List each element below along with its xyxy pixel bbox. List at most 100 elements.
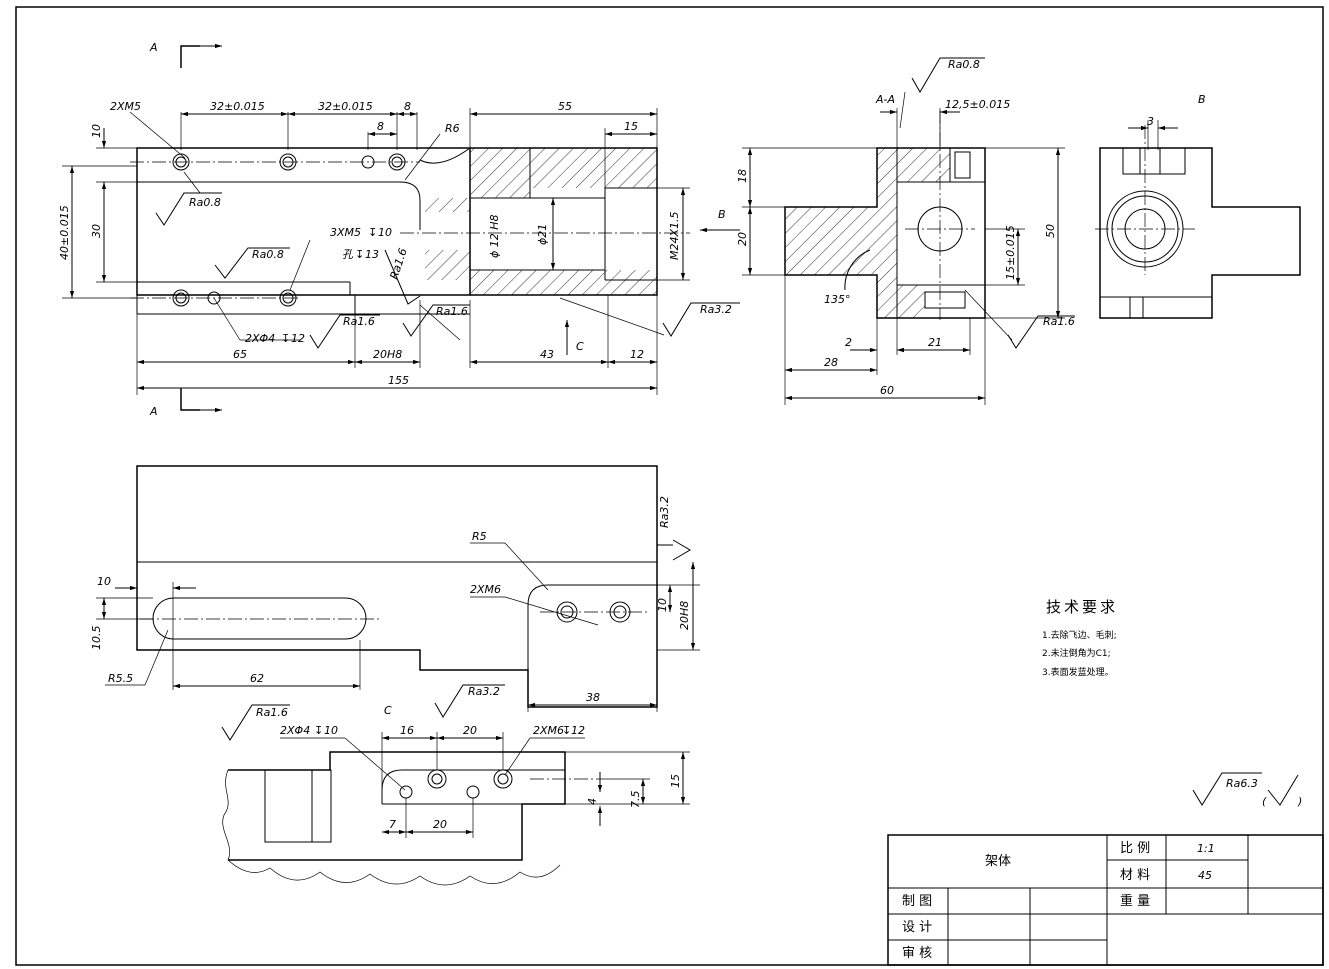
radius-r6: R6 (445, 122, 460, 135)
sheet-border (15, 6, 1324, 966)
radius-r5: R5 (472, 530, 487, 543)
detail-view-c: C Ra1.6 2XΦ4 ↧ 10 Ra3.2 16 20 2XM6 ↧ 12 (221, 684, 690, 886)
dim-10: 10 (90, 124, 103, 138)
arrow-b: B (718, 208, 726, 221)
thread-3xm5: 3XM5 (330, 226, 361, 239)
dim-65: 65 (233, 348, 247, 361)
dim-50: 50 (1044, 224, 1057, 238)
holes-2xm5: 2XM5 (110, 100, 141, 113)
dim-7: 7 (389, 818, 396, 831)
tech-requirements: 技术要求 1.去除飞边、毛刺; 2.未注倒角为C1; 3.表面发蓝处理。 (1042, 598, 1118, 678)
hole-13-depth: 13 (365, 248, 379, 261)
paren-close: ) (1297, 795, 1302, 808)
paren-open: ( (1262, 795, 1267, 808)
dim-2: 2 (845, 336, 852, 349)
section-mark-top: A (149, 41, 158, 54)
dim-32a: 32±0.015 (210, 100, 265, 113)
tech-item-1: 1.去除飞边、毛刺; (1042, 629, 1117, 641)
pin-2x4: 2XΦ4 (245, 332, 275, 345)
dim-40: 40±0.015 (58, 205, 71, 260)
part-name: 架体 (985, 854, 1011, 869)
dim-60: 60 (880, 384, 894, 397)
tech-title: 技术要求 (1046, 598, 1118, 616)
tech-item-3: 3.表面发蓝处理。 (1042, 666, 1114, 678)
dim-43: 43 (540, 348, 554, 361)
dim-155: 155 (388, 374, 409, 387)
thread-depth: 10 (378, 226, 392, 239)
dim-20h8-bottom: 20H8 (678, 601, 691, 630)
pin-depth: 12 (291, 332, 305, 345)
dim-20-detail-a: 20 (463, 724, 477, 737)
dia-21: ϕ21 (536, 224, 549, 245)
general-roughness: Ra6.3 ( ) (1192, 772, 1302, 808)
section-mark-bottom: A (149, 405, 158, 418)
dim-8a: 8 (404, 100, 411, 113)
dim-15: 15 (624, 120, 638, 133)
dim-30: 30 (90, 224, 103, 238)
ra16-detail: Ra1.6 (256, 706, 288, 719)
dim-10-left: 10 (97, 575, 111, 588)
dim-15-section: 15±0.015 (1004, 225, 1017, 280)
dim-4: 4 (586, 798, 599, 805)
ra16-front-a: Ra1.6 (343, 315, 375, 328)
hole-depth-sym: ↧ (355, 248, 364, 261)
dim-7-5: 7.5 (629, 791, 642, 809)
pin-2x4-detail: 2XΦ4 (280, 724, 310, 737)
title-block: 架体 比 例 1:1 材 料 45 重 量 制 图 设 计 审 核 (887, 834, 1324, 966)
check-label: 审 核 (902, 946, 932, 961)
ra16-front-b: Ra1.6 (436, 305, 468, 318)
thread-depth-detail: 12 (571, 724, 585, 737)
dim-12: 12 (630, 348, 644, 361)
thread-2xm6-detail: 2XM6 (533, 724, 564, 737)
view-b-label: B (1198, 93, 1206, 106)
ra63: Ra6.3 (1226, 777, 1258, 790)
dim-38: 38 (586, 691, 600, 704)
material-label: 材 料 (1120, 868, 1150, 883)
holes-2xm6: 2XM6 (470, 583, 501, 596)
view-c-label: C (384, 704, 392, 717)
section-aa-view: A-A Ra0.8 12,5±0.015 18 20 50 (736, 57, 1075, 405)
hole-13-label: 孔 (342, 248, 354, 261)
scale-label: 比 例 (1120, 841, 1150, 856)
dim-15-detail: 15 (669, 774, 682, 788)
dia-12h8: ϕ 12 H8 (488, 214, 501, 258)
bottom-view: Ra3.2 R5 2XM6 20H8 10 10 10.5 62 R5.5 38 (90, 465, 700, 712)
ra16-section: Ra1.6 (1043, 315, 1075, 328)
material-value: 45 (1198, 869, 1212, 882)
ra32-bottom: Ra3.2 (658, 496, 671, 528)
ra08-top: Ra0.8 (189, 196, 221, 209)
dim-62: 62 (250, 672, 264, 685)
ra16-vertical: Ra1.6 (387, 247, 409, 281)
thread-depth-sym-detail: ↧ (562, 724, 571, 737)
radius-r5-5: R5.5 (108, 672, 133, 685)
dim-20-section: 20 (736, 232, 749, 246)
dim-21: 21 (928, 336, 942, 349)
dim-16: 16 (400, 724, 414, 737)
drawn-label: 制 图 (902, 894, 932, 909)
angle-135: 135° (824, 293, 851, 306)
ra32-detail: Ra3.2 (468, 685, 500, 698)
dim-10-bottom: 10 (656, 598, 669, 612)
dim-10-5: 10.5 (90, 626, 103, 651)
dim-3: 3 (1147, 115, 1154, 128)
front-view: A A (58, 41, 740, 418)
thread-depth-sym: ↧ (368, 226, 377, 239)
thread-m24: M24X1.5 (668, 211, 681, 260)
dim-18: 18 (736, 169, 749, 183)
tech-item-2: 2.未注倒角为C1; (1042, 647, 1111, 659)
view-b: B 3 (1095, 93, 1301, 319)
weight-label: 重 量 (1120, 893, 1150, 909)
arrow-c: C (576, 340, 584, 353)
dim-28: 28 (824, 356, 838, 369)
design-label: 设 计 (902, 920, 932, 935)
dim-20h8: 20H8 (373, 348, 402, 361)
pin-depth-sym: ↧ (281, 332, 290, 345)
dim-12-5: 12,5±0.015 (945, 98, 1010, 111)
dim-32b: 32±0.015 (318, 100, 373, 113)
pin-depth-sym-detail: ↧ (314, 724, 323, 737)
ra32-front: Ra3.2 (700, 303, 732, 316)
dim-55: 55 (558, 100, 572, 113)
dim-8b: 8 (377, 120, 384, 133)
scale-value: 1:1 (1197, 842, 1215, 855)
